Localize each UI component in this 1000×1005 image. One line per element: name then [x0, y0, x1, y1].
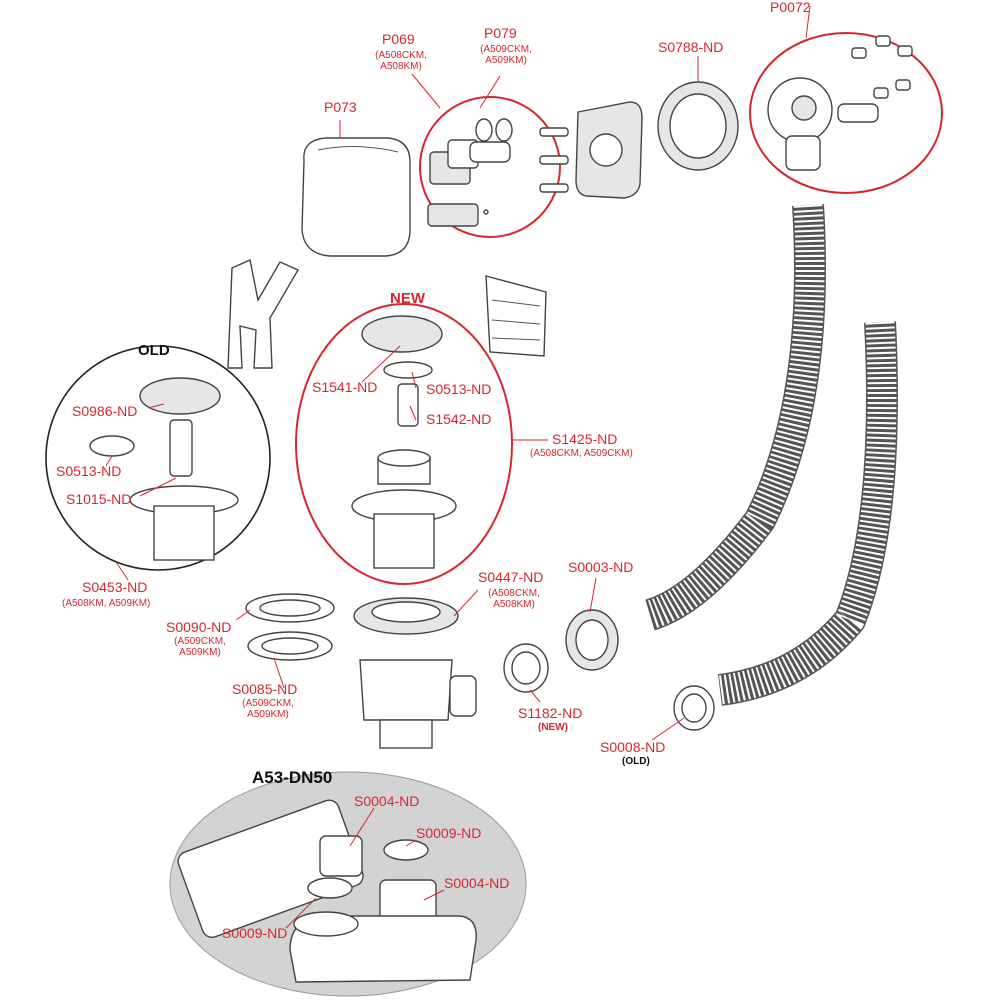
- label-s1015: S1015-ND: [66, 491, 132, 507]
- label-s0008: S0008-ND: [600, 739, 666, 755]
- label-s0447: S0447-ND: [478, 569, 544, 585]
- label-s0008-note: (OLD): [622, 756, 650, 767]
- new-valve-parts: [351, 315, 457, 569]
- old-valve-parts: [89, 377, 239, 561]
- label-s1541: S1541-ND: [312, 379, 378, 395]
- label-s0788: S0788-ND: [658, 39, 724, 55]
- label-s1542: S1542-ND: [426, 411, 492, 427]
- label-p079-sub: (A509CKM, A509KM): [480, 44, 532, 66]
- label-s0003: S0003-ND: [568, 559, 634, 575]
- label-s0009-bottom: S0009-ND: [222, 925, 288, 941]
- label-new-tag: NEW: [390, 290, 425, 307]
- label-s0009-top: S0009-ND: [416, 825, 482, 841]
- label-s0085: S0085-ND: [232, 681, 298, 697]
- ladder-tool: [485, 275, 547, 357]
- label-s0447-sub: (A508CKM, A508KM): [488, 588, 540, 610]
- bottom-gaskets: [245, 593, 335, 661]
- label-s0085-sub: (A509CKM, A509KM): [242, 698, 294, 720]
- drain-body-part: [353, 597, 477, 749]
- label-s0090-sub: (A509CKM, A509KM): [174, 636, 226, 658]
- label-s0453-sub: (A508KM, A509KM): [62, 598, 151, 609]
- label-s0513-old: S0513-ND: [56, 463, 122, 479]
- label-old-tag: OLD: [138, 342, 170, 359]
- label-a53-dn50: A53-DN50: [252, 768, 333, 787]
- label-p069-sub: (A508CKM, A508KM): [375, 50, 427, 72]
- label-s0986: S0986-ND: [72, 403, 138, 419]
- label-s0004-top: S0004-ND: [354, 793, 420, 809]
- screws-flange-part: [539, 101, 643, 199]
- p0072-circle: [749, 32, 943, 194]
- mounting-key-tool: [227, 259, 299, 369]
- label-p069: P069: [382, 31, 415, 47]
- new-valve-circle: [295, 303, 513, 585]
- label-s1425-sub: (A508CKM, A509CKM): [530, 448, 633, 459]
- label-p073: P073: [324, 99, 357, 115]
- nut-parts: [503, 609, 715, 731]
- label-s0513-new: S0513-ND: [426, 381, 492, 397]
- s0788-gasket-part: [657, 81, 739, 171]
- label-p0072: P0072: [770, 0, 811, 15]
- label-s0004-bottom: S0004-ND: [444, 875, 510, 891]
- label-s1182-note: (NEW): [538, 722, 568, 733]
- p073-cover-part: [301, 137, 411, 257]
- label-s1182: S1182-ND: [518, 705, 583, 721]
- p069-p079-circle: [419, 96, 561, 238]
- label-s1425: S1425-ND: [552, 431, 618, 447]
- label-s0090: S0090-ND: [166, 619, 232, 635]
- a53-siphon-parts: [177, 799, 477, 983]
- label-s0453: S0453-ND: [82, 579, 148, 595]
- p0072-body-part: [767, 35, 913, 171]
- p069-p079-parts: [427, 118, 513, 227]
- old-valve-circle: [45, 345, 271, 571]
- label-p079: P079: [484, 25, 517, 41]
